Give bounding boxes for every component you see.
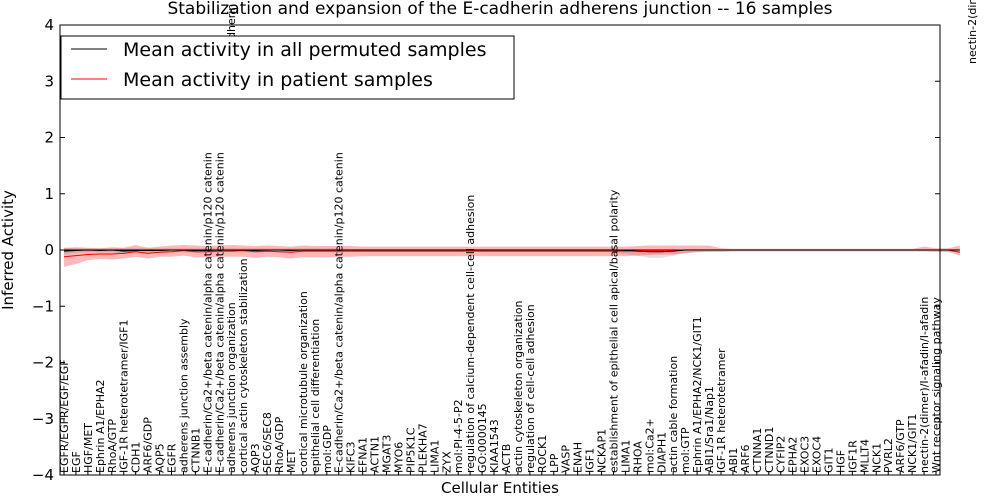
x-category-label: SEC6/SEC8 bbox=[261, 412, 274, 473]
x-category-label: GO:0000145 bbox=[476, 403, 489, 473]
x-category-label: IGF-1R heterotetramer bbox=[715, 348, 728, 473]
x-category-label: LPP bbox=[548, 453, 561, 473]
x-category-label: regulation of cell-cell adhesion bbox=[524, 304, 537, 473]
x-category-label: NCKAP1 bbox=[596, 429, 609, 473]
x-category-label: EPHA2 bbox=[787, 437, 800, 473]
series-line-0 bbox=[63, 249, 960, 253]
x-category-label: CTNND1 bbox=[763, 427, 776, 473]
x-category-label: AQP5 bbox=[154, 443, 167, 473]
x-category-label: MLLT4 bbox=[858, 439, 871, 473]
x-category-label: Ephrin A1/EPHA2/NCK1/GIT1 bbox=[691, 316, 704, 473]
x-category-label: establishment of epithelial cell apical/… bbox=[607, 189, 620, 473]
x-category-label: E-cadherin/Ca2+/beta catenin/alpha caten… bbox=[333, 152, 346, 473]
x-category-label: mol:PI-4-5-P2 bbox=[452, 399, 465, 473]
y-axis-ticks: −4 −3 −2 −1 0 1 2 3 4 bbox=[32, 16, 940, 484]
x-category-label: adherens junction assembly bbox=[177, 318, 190, 473]
x-category-label: LIMA1 bbox=[428, 440, 441, 473]
x-category-label: mol:GTP bbox=[679, 427, 692, 473]
y-tick-label: 1 bbox=[44, 185, 54, 203]
y-tick-label: 2 bbox=[44, 129, 54, 147]
x-category-label: actin cable formation bbox=[667, 356, 680, 473]
x-category-label: PVRL2 bbox=[882, 438, 895, 473]
x-category-label: PIP5K1C bbox=[404, 427, 417, 473]
x-category-label: NCK1 bbox=[870, 443, 883, 473]
x-category-label: AQP3 bbox=[249, 443, 262, 473]
x-category-label: CYFIP2 bbox=[775, 436, 788, 473]
x-category-label: ROCK1 bbox=[536, 435, 549, 473]
plot-frame bbox=[59, 24, 941, 476]
x-category-label: MGAT3 bbox=[381, 435, 394, 473]
x-category-label: regulation of calcium-dependent cell-cel… bbox=[464, 195, 477, 473]
x-category-label: EGFR bbox=[166, 443, 179, 473]
x-category-label: EXOC3 bbox=[799, 436, 812, 473]
x-category-label: EFNA1 bbox=[357, 437, 370, 473]
y-tick-label: −2 bbox=[32, 354, 54, 372]
x-category-label: ABI1 bbox=[727, 448, 740, 473]
x-category-label: KIFC3 bbox=[345, 442, 358, 473]
x-category-label: ARF6/GTP bbox=[894, 419, 907, 473]
x-category-label: cortical actin cytoskeleton stabilizatio… bbox=[237, 258, 250, 473]
y-tick-label: −4 bbox=[32, 466, 54, 484]
x-category-label: epithelial cell differentiation bbox=[309, 319, 322, 473]
x-category-label: IGF1R bbox=[846, 440, 859, 473]
x-category-label: ARF6/GDP bbox=[142, 417, 155, 473]
x-category-label: CTNNA1 bbox=[751, 428, 764, 473]
x-category-label: nectin-2(dimer)/I-afadin/I-afadin bbox=[918, 297, 931, 473]
x-category-label: E-cadherin/Ca2+/beta catenin/alpha caten… bbox=[201, 152, 214, 473]
x-category-label: HGF bbox=[834, 450, 847, 473]
x-category-label: KIAA1543 bbox=[488, 419, 501, 473]
x-category-label-overflow: nectin-2(dimer)/I-afadin/I-afadin bbox=[966, 0, 979, 64]
x-category-label: IGF1 bbox=[584, 448, 597, 473]
x-category-label: PLEKHA7 bbox=[416, 423, 429, 473]
x-category-label: RhoA/GDP bbox=[273, 416, 286, 473]
x-category-label: ACTN1 bbox=[369, 436, 382, 473]
x-category-label: GIT1 bbox=[822, 448, 835, 474]
x-category-label: actin cytoskeleton organization bbox=[512, 301, 525, 473]
x-category-label: mol:Ca2+ bbox=[643, 418, 656, 473]
plot-area bbox=[60, 244, 960, 267]
x-category-label: ENAH bbox=[572, 442, 585, 473]
x-category-label: CTNNB1 bbox=[189, 428, 202, 473]
legend-box bbox=[60, 35, 515, 100]
x-category-label: EGFR/EGFR/EGF/EGF bbox=[58, 359, 71, 473]
legend: Mean activity in all permuted samples Me… bbox=[60, 35, 515, 100]
legend-label-permuted: Mean activity in all permuted samples bbox=[123, 39, 486, 61]
x-category-label: ABI1/Sra1/Nap1 bbox=[703, 386, 716, 473]
x-category-label: Ephrin A1/EPHA2 bbox=[94, 379, 107, 473]
x-category-label: IGF-1R heterotetramer/IGF1 bbox=[118, 320, 131, 474]
x-category-label: NCK1/GIT1 bbox=[906, 414, 919, 473]
x-category-label: VASP bbox=[560, 445, 573, 473]
x-category-label: ACTB bbox=[500, 444, 513, 473]
chart-title: Stabilization and expansion of the E-cad… bbox=[167, 0, 832, 19]
x-category-label: MET bbox=[285, 450, 298, 473]
y-axis-label: Inferred Activity bbox=[0, 190, 17, 310]
x-category-label: MYO6 bbox=[392, 442, 405, 473]
x-category-label: DIAPH1 bbox=[655, 432, 668, 473]
x-category-label: RhoA/GTP bbox=[106, 419, 119, 473]
x-category-label: EGF bbox=[70, 451, 83, 473]
y-tick-label: −1 bbox=[32, 297, 54, 315]
x-category-label: HGF/MET bbox=[82, 423, 95, 473]
x-category-label: ARF6 bbox=[739, 445, 752, 474]
x-category-label: cortical microtubule organization bbox=[297, 291, 310, 473]
y-tick-label: 4 bbox=[44, 16, 54, 34]
legend-label-patient: Mean activity in patient samples bbox=[123, 69, 433, 91]
x-category-label: EXOC4 bbox=[811, 436, 824, 473]
x-category-label: CDH1 bbox=[130, 442, 143, 473]
y-tick-label: 3 bbox=[44, 72, 54, 90]
x-axis-label: Cellular Entities bbox=[441, 479, 559, 497]
y-tick-label: 0 bbox=[44, 241, 54, 259]
x-category-label: ZYX bbox=[440, 451, 453, 473]
x-category-label: RHOA bbox=[631, 441, 644, 473]
x-category-label: adherens junction organization bbox=[225, 302, 238, 473]
x-category-label: Wnt receptor signaling pathway bbox=[930, 297, 943, 473]
y-tick-label: −3 bbox=[32, 410, 54, 428]
x-category-label: LIMA1 bbox=[619, 440, 632, 473]
x-category-label: mol:GDP bbox=[321, 425, 334, 473]
x-category-label: E-cadherin/Ca2+/beta catenin/alpha caten… bbox=[213, 152, 226, 473]
